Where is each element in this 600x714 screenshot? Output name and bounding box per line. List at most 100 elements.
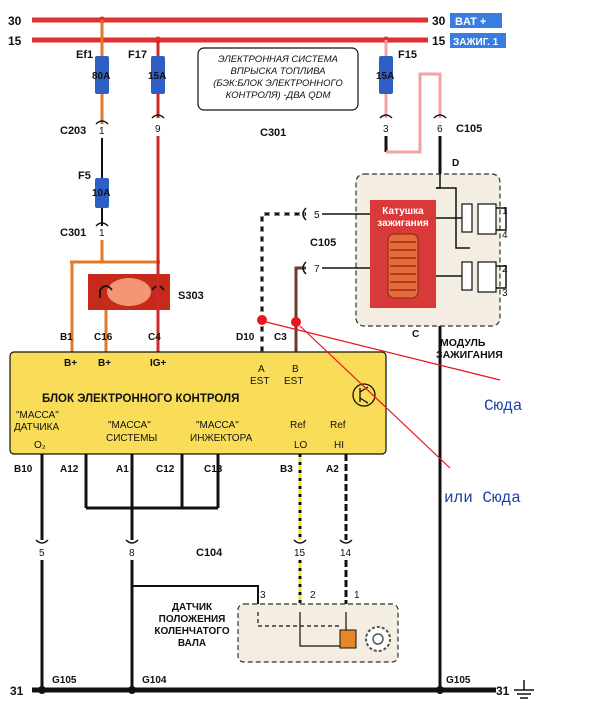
- sensor-pin-2: 2: [310, 590, 316, 601]
- ecu-ground-injector-2: ИНЖЕКТОРА: [190, 433, 253, 444]
- sensor-title-4: ВАЛА: [178, 638, 206, 649]
- module-title-1: МОДУЛЬ: [440, 337, 486, 349]
- connector-c104-icon: [293, 539, 307, 544]
- bus-30-left-label: 30: [8, 14, 22, 28]
- transistor-symbol: [359, 386, 369, 404]
- ecu-pin-a2: A2: [326, 464, 339, 475]
- ground-dot: [436, 686, 444, 694]
- connector-c104-icon: [339, 539, 353, 544]
- ecu-sig-c3-1: B: [292, 364, 299, 375]
- fuse-f5: [95, 178, 109, 208]
- connector-c301-mid-label: C301: [60, 227, 86, 239]
- wire-est-a-stripe: [261, 213, 306, 352]
- ecu-sig-b1: B+: [64, 358, 77, 369]
- ecu-pin-b1: B1: [60, 332, 73, 343]
- connector-c105-pin5: 5: [314, 210, 320, 221]
- connector-c105-pin6: 6: [437, 124, 443, 135]
- title-line-1: ЭЛЕКТРОННАЯ СИСТЕМА: [218, 54, 338, 65]
- fuse-f15: [379, 56, 393, 94]
- sensor-pin-3: 3: [260, 590, 266, 601]
- annotation-here: Сюда: [484, 397, 523, 415]
- ecu-ref-lo-1: Ref: [290, 420, 306, 431]
- connector-c105-pin5-icon: [302, 207, 307, 221]
- marker-dot-est-a[interactable]: [257, 315, 267, 325]
- spark-coil-icon: [461, 261, 473, 291]
- sensor-title-2: ПОЛОЖЕНИЯ: [159, 614, 226, 625]
- coil-turns: [390, 241, 416, 291]
- fuse-ef1-name: Ef1: [76, 49, 93, 61]
- sensor-title-3: КОЛЕНЧАТОГО: [154, 626, 229, 637]
- connector-c104-pin-15: 15: [294, 548, 306, 559]
- sensor-internal-wire: [299, 612, 340, 647]
- connector-c104-pin-8: 8: [129, 548, 135, 559]
- connector-c105-top-label: C105: [456, 123, 482, 135]
- connector-c105-pin6-icon: [433, 114, 447, 119]
- fuse-f17-name: F17: [128, 49, 147, 61]
- plug-2: 2: [502, 264, 508, 275]
- connector-c203-pin: 1: [99, 126, 105, 137]
- ecu-sig-c3-2: EST: [284, 376, 303, 387]
- ecu-ref-hi-1: Ref: [330, 420, 346, 431]
- ecu-sig-d10-2: EST: [250, 376, 269, 387]
- connector-c301-pin9: 9: [155, 124, 161, 135]
- sensor-title-1: ДАТЧИК: [172, 602, 213, 613]
- sensor-gear-hub-icon: [372, 633, 384, 645]
- coil-label-1: Катушка: [382, 206, 424, 217]
- connector-c104-pin-5: 5: [39, 548, 45, 559]
- ecu-title: БЛОК ЭЛЕКТРОННОГО КОНТРОЛЯ: [42, 393, 239, 405]
- ground-g105-right: G105: [446, 675, 471, 686]
- ground-symbol-icon: [514, 680, 534, 699]
- ign-label: ЗАЖИГ. 1: [453, 37, 499, 48]
- connector-c104-icon: [125, 539, 139, 544]
- sensor-magnet-icon: [339, 629, 357, 649]
- ecu-sig-c4: IG+: [150, 358, 167, 369]
- wire-sensor-shield: [132, 585, 259, 604]
- ecu-pin-a12: A12: [60, 464, 79, 475]
- connector-c104-icon: [35, 539, 49, 544]
- spark-plug-pair-icon: [477, 203, 497, 235]
- ign-badge: [450, 33, 506, 48]
- module-pin-c: C: [412, 329, 419, 340]
- fuse-f5-name: F5: [78, 170, 91, 182]
- ecu-pin-d10: D10: [236, 332, 255, 343]
- connector-c105-mid-label: C105: [310, 237, 336, 249]
- ground-g104: G104: [142, 675, 167, 686]
- connector-c301-mid-pin: 1: [99, 228, 105, 239]
- connector-c301-pin3-icon: [379, 114, 393, 119]
- connector-c301-top-label: C301: [260, 127, 286, 139]
- fuse-f15-name: F15: [398, 49, 417, 61]
- connector-c301-mid-icon: [95, 222, 109, 227]
- ecu-pin-b10: B10: [14, 464, 33, 475]
- bus-31-left-label: 31: [10, 684, 24, 698]
- connector-c203-label: C203: [60, 125, 86, 137]
- fuse-f17-rating: 15A: [148, 71, 166, 82]
- marker-dot-est-b[interactable]: [291, 317, 301, 327]
- fuse-ef1: [95, 56, 109, 94]
- fuse-f15-rating: 15A: [376, 71, 394, 82]
- spark-coil-icon: [461, 203, 473, 233]
- connector-c301-pin3: 3: [383, 124, 389, 135]
- ecu-ground-sensor-1: "МАССА": [16, 410, 59, 421]
- coil-label-2: зажигания: [377, 218, 429, 229]
- ecu-sig-c16: B+: [98, 358, 111, 369]
- connector-c203-icon: [95, 120, 109, 125]
- bus-30-right-label: 30: [432, 14, 446, 28]
- annotation-or-here: или Сюда: [444, 489, 521, 507]
- connector-c301-pin9-icon: [151, 114, 165, 119]
- transistor-icon: [352, 383, 376, 407]
- annotation-line-1: [265, 321, 501, 381]
- splice-s303-label: S303: [178, 290, 204, 302]
- ecu-block: [9, 351, 387, 455]
- ecu-ref-hi-2: HI: [334, 440, 344, 451]
- ecu-sig-d10-1: A: [258, 364, 265, 375]
- ground-dot: [38, 686, 46, 694]
- ground-g105-left: G105: [52, 675, 77, 686]
- title-box: [197, 47, 359, 111]
- ecu-pin-a1: A1: [116, 464, 129, 475]
- ecu-ground-sensor-2: ДАТЧИКА: [14, 422, 59, 433]
- sensor-shield-line: [257, 612, 340, 627]
- ecu-ground-injector-1: "МАССА": [196, 420, 239, 431]
- connector-c105-pin7-icon: [302, 261, 307, 275]
- ecu-ground-sensor-3: O₂: [34, 440, 46, 451]
